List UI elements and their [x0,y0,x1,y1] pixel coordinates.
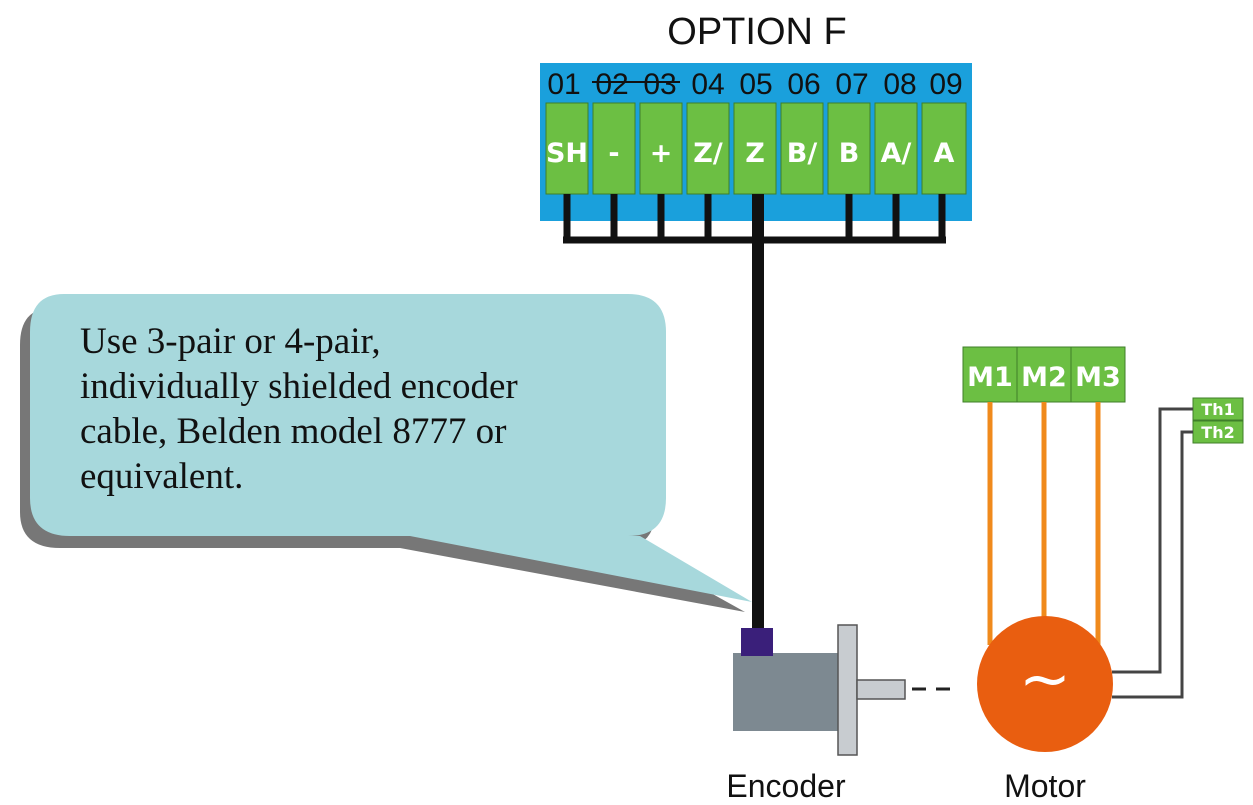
terminal-04 [686,102,730,195]
terminal-label-minus: - [608,138,619,169]
encoder-cable [563,194,946,630]
diagram-title: OPTION F [667,11,846,53]
motor-wires [987,402,1101,645]
motor-terminal-m3 [1070,346,1126,403]
terminal-01 [545,102,589,195]
motor-terminal-label-m1: M1 [967,362,1013,393]
encoder-connector [741,628,773,656]
terminal-05 [733,102,777,195]
encoder-label: Encoder [726,768,846,804]
terminal-number-08: 08 [883,68,916,101]
callout-line-2: individually shielded encoder [80,366,518,407]
terminal-number-09: 09 [929,68,962,101]
terminal-label-plus: + [650,138,673,169]
motor-terminal-block: M1 M2 M3 [962,346,1126,403]
terminal-08 [874,102,918,195]
encoder-body [733,653,843,731]
motor-label: Motor [1004,768,1086,804]
terminal-07 [827,102,871,195]
motor-terminal-label-m2: M2 [1021,362,1067,393]
terminal-label-a-bar: A/ [881,138,912,169]
callout-line-3: cable, Belden model 8777 or [80,411,506,452]
motor-body [977,616,1113,752]
terminal-number-03: 03 [643,68,676,101]
terminal-number-06: 06 [787,68,820,101]
thermal-wires [1112,407,1193,699]
terminal-label-z-bar: Z/ [693,138,723,169]
motor-terminal-label-m3: M3 [1075,362,1121,393]
callout-line-1: Use 3-pair or 4-pair, [80,321,381,362]
terminal-09 [921,102,967,195]
terminal-number-01: 01 [547,68,580,101]
terminal-label-b-bar: B/ [787,138,818,169]
terminal-label-sh: SH [546,138,588,169]
terminal-number-07: 07 [835,68,868,101]
terminal-number-02: 02 [595,68,628,101]
callout-bubble [30,294,752,602]
terminal-label-b: B [839,138,860,169]
encoder-shaft [856,679,906,700]
thermal-terminal-block: Th1 Th2 [1192,397,1244,444]
encoder-flange [837,624,858,756]
terminal-number-05: 05 [739,68,772,101]
terminal-06 [780,102,824,195]
motor-terminal-m2 [1016,346,1072,403]
callout-text: Use 3-pair or 4-pair, individually shiel… [80,321,518,497]
motor-terminal-m1 [962,346,1018,403]
callout-line-4: equivalent. [80,456,243,497]
terminal-row: SH - + Z/ Z B/ B A/ A [545,102,967,195]
thermal-label-th1: Th1 [1201,400,1234,419]
terminal-numbers: 01 02 03 04 05 06 07 08 09 [547,68,962,101]
ac-symbol-icon: ~ [1019,642,1071,715]
terminal-number-04: 04 [691,68,724,101]
terminal-label-a: A [934,138,955,169]
terminal-03 [639,102,683,195]
terminal-label-z: Z [745,138,765,169]
thermal-label-th2: Th2 [1201,423,1234,442]
encoder [733,624,958,756]
